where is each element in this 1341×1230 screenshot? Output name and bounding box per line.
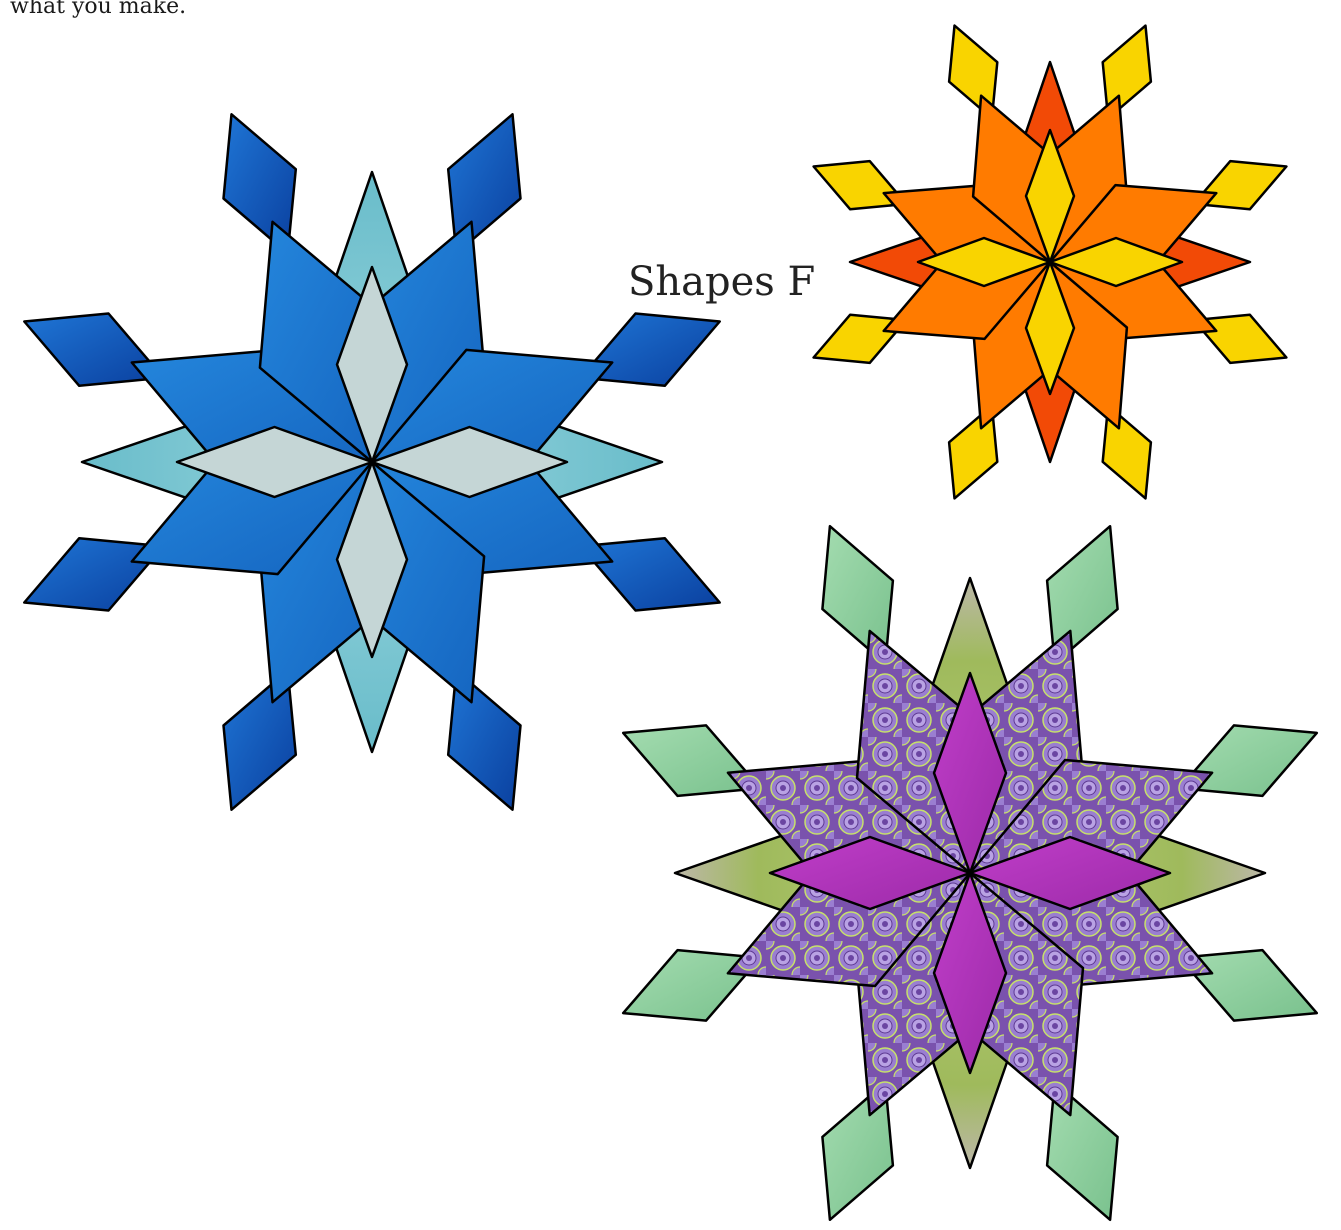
orange-snowflake-design bbox=[800, 0, 1320, 520]
shapes-label: Shapes F bbox=[628, 258, 815, 306]
intro-text: what you make. bbox=[10, 0, 186, 20]
purple-green-snowflake-design bbox=[600, 495, 1341, 1230]
